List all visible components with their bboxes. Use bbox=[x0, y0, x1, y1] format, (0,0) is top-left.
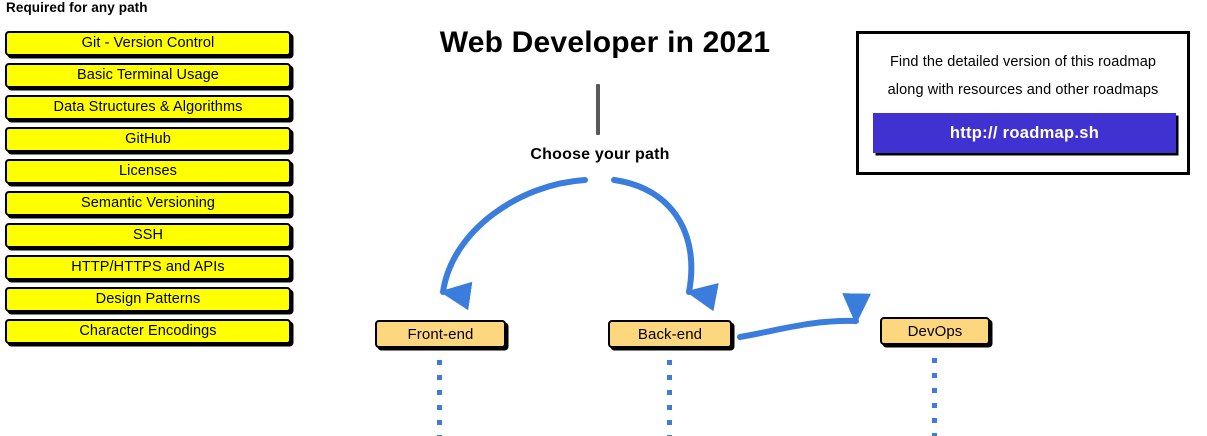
dotted-trail-back-end bbox=[667, 360, 672, 436]
required-skills-column: Required for any path Git - Version Cont… bbox=[0, 0, 300, 436]
required-skill-item[interactable]: Data Structures & Algorithms bbox=[5, 95, 291, 120]
path-box-front-end-label: Front-end bbox=[407, 325, 474, 343]
roadmap-sh-link-label: http:// roadmap.sh bbox=[949, 123, 1100, 142]
path-box-back-end-label: Back-end bbox=[637, 325, 703, 343]
title-stem-line bbox=[596, 84, 600, 135]
required-skill-item[interactable]: GitHub bbox=[5, 127, 291, 152]
required-skill-label: Design Patterns bbox=[95, 291, 201, 308]
required-skill-item[interactable]: Git - Version Control bbox=[5, 31, 291, 56]
required-skill-label: Git - Version Control bbox=[81, 35, 215, 52]
path-box-devops[interactable]: DevOps bbox=[880, 317, 990, 345]
arrow-to-backend bbox=[611, 177, 719, 312]
arrow-backend-to-devops bbox=[737, 293, 871, 340]
required-skill-item[interactable]: SSH bbox=[5, 223, 291, 248]
choose-your-path-label: Choose your path bbox=[530, 146, 670, 163]
roadmap-info-box: Find the detailed version of this roadma… bbox=[856, 31, 1190, 175]
required-skill-label: GitHub bbox=[125, 131, 171, 148]
arrow-to-frontend bbox=[439, 177, 588, 311]
required-skill-label: Character Encodings bbox=[79, 323, 217, 340]
required-skill-item[interactable]: HTTP/HTTPS and APIs bbox=[5, 255, 291, 280]
path-box-devops-label: DevOps bbox=[907, 322, 963, 340]
dotted-trail-front-end bbox=[437, 360, 442, 436]
required-skill-label: HTTP/HTTPS and APIs bbox=[71, 259, 225, 276]
dotted-trail-devops bbox=[932, 358, 937, 436]
required-skill-label: Basic Terminal Usage bbox=[77, 67, 219, 84]
required-skill-label: Semantic Versioning bbox=[80, 195, 216, 212]
path-box-front-end[interactable]: Front-end bbox=[375, 320, 506, 348]
required-skill-label: Licenses bbox=[118, 163, 178, 180]
path-box-back-end[interactable]: Back-end bbox=[608, 320, 732, 348]
required-skill-item[interactable]: Licenses bbox=[5, 159, 291, 184]
required-skills-heading: Required for any path bbox=[6, 0, 148, 15]
required-skill-item[interactable]: Basic Terminal Usage bbox=[5, 63, 291, 88]
required-skill-item[interactable]: Design Patterns bbox=[5, 287, 291, 312]
required-skill-item[interactable]: Character Encodings bbox=[5, 319, 291, 344]
page-title: Web Developer in 2021 bbox=[439, 26, 771, 59]
required-skill-label: SSH bbox=[132, 227, 164, 244]
required-skill-item[interactable]: Semantic Versioning bbox=[5, 191, 291, 216]
required-skill-label: Data Structures & Algorithms bbox=[53, 99, 243, 116]
info-box-line-2: along with resources and other roadmaps bbox=[887, 82, 1159, 98]
roadmap-sh-link-button[interactable]: http:// roadmap.sh bbox=[873, 113, 1176, 153]
info-box-line-1: Find the detailed version of this roadma… bbox=[889, 54, 1157, 70]
